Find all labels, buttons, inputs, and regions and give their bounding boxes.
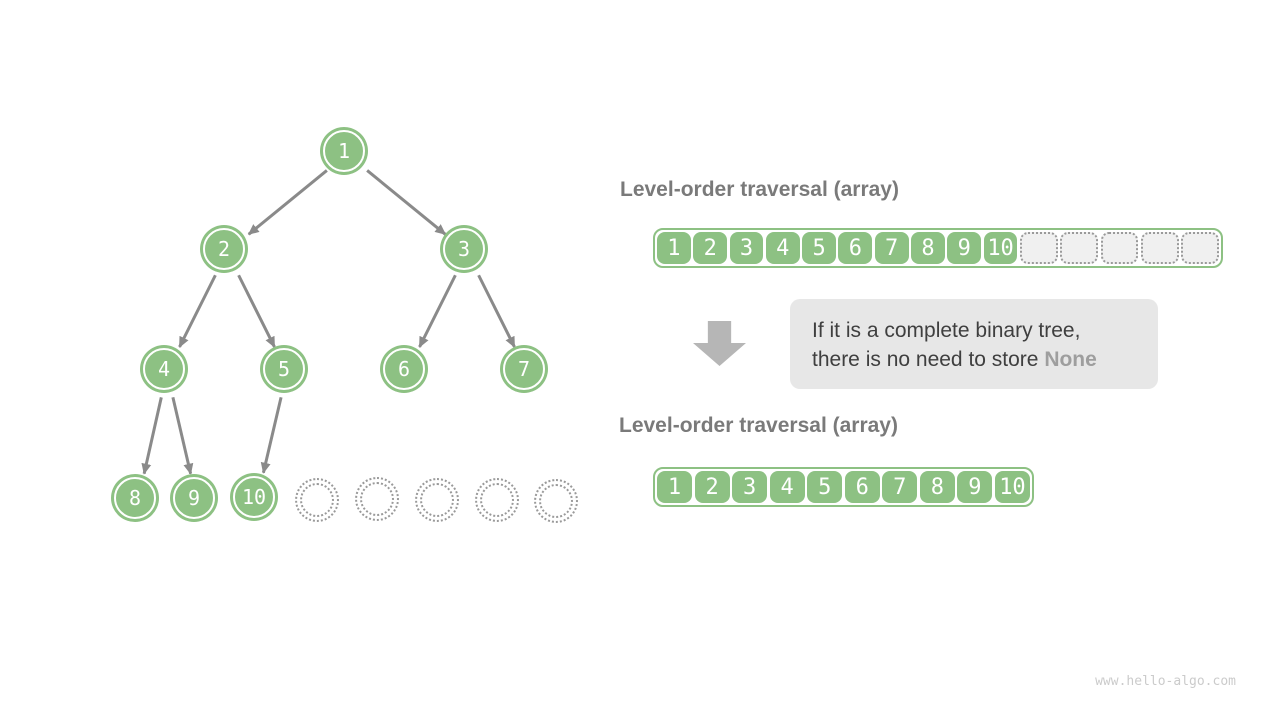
tree-empty-node bbox=[355, 477, 399, 521]
tree-edge bbox=[477, 274, 516, 348]
array-cell: 9 bbox=[947, 232, 982, 264]
tree-node: 2 bbox=[203, 228, 245, 270]
array-cell: 9 bbox=[957, 471, 993, 503]
tree-edge bbox=[418, 274, 457, 348]
tree-edge bbox=[178, 274, 217, 348]
array-cell: 6 bbox=[838, 232, 873, 264]
down-arrow-icon bbox=[693, 321, 746, 366]
array-cell: 1 bbox=[657, 232, 691, 264]
tree-node: 10 bbox=[233, 476, 275, 518]
array-cell: 4 bbox=[769, 471, 805, 503]
tree-empty-node bbox=[475, 478, 519, 522]
note-box: If it is a complete binary tree, there i… bbox=[790, 299, 1158, 389]
tree-edge bbox=[171, 396, 194, 475]
array-top-title: Level-order traversal (array) bbox=[620, 178, 899, 201]
tree-node: 6 bbox=[383, 348, 425, 390]
array-cell: 10 bbox=[994, 471, 1030, 503]
array-cell: 2 bbox=[694, 471, 730, 503]
tree-node: 3 bbox=[443, 228, 485, 270]
array-empty-cell bbox=[1181, 232, 1219, 264]
tree-node: 4 bbox=[143, 348, 185, 390]
array-cell: 8 bbox=[919, 471, 955, 503]
array-cell: 8 bbox=[911, 232, 945, 264]
array-cell: 4 bbox=[765, 232, 800, 264]
tree-edge bbox=[141, 397, 163, 475]
note-keyword: None bbox=[1044, 348, 1097, 371]
tree-node: 9 bbox=[173, 477, 215, 519]
array-cell: 5 bbox=[802, 232, 836, 264]
tree-edge bbox=[247, 169, 328, 236]
array-cell: 3 bbox=[729, 232, 764, 264]
tree-edges-group bbox=[141, 169, 516, 475]
tree-node: 8 bbox=[114, 477, 156, 519]
array-empty-cell bbox=[1100, 232, 1139, 264]
array-bottom-title: Level-order traversal (array) bbox=[619, 414, 898, 437]
array-cell: 3 bbox=[732, 471, 768, 503]
array-cell: 1 bbox=[657, 471, 693, 503]
tree-edge bbox=[366, 169, 447, 236]
tree-node: 5 bbox=[263, 348, 305, 390]
array-cell: 2 bbox=[693, 232, 728, 264]
tree-empty-node bbox=[295, 478, 339, 522]
array-empty-cell bbox=[1060, 232, 1099, 264]
array-cell: 5 bbox=[807, 471, 843, 503]
array-empty-cell bbox=[1019, 232, 1058, 264]
array-cell: 6 bbox=[844, 471, 880, 503]
array-cell: 7 bbox=[882, 471, 918, 503]
note-line2-text: there is no need to store bbox=[812, 348, 1045, 371]
watermark: www.hello-algo.com bbox=[1095, 674, 1236, 689]
tree-empty-node bbox=[415, 478, 459, 522]
tree-node: 7 bbox=[503, 348, 545, 390]
array-cell: 10 bbox=[983, 232, 1018, 264]
tree-edge bbox=[260, 396, 283, 474]
note-line2: there is no need to store None bbox=[812, 345, 1158, 374]
tree-node: 1 bbox=[323, 130, 365, 172]
tree-edge bbox=[237, 274, 276, 348]
note-line1: If it is a complete binary tree, bbox=[812, 319, 1081, 342]
array-empty-cell bbox=[1140, 232, 1179, 264]
array-cell: 7 bbox=[874, 232, 909, 264]
tree-empty-node bbox=[534, 479, 578, 523]
